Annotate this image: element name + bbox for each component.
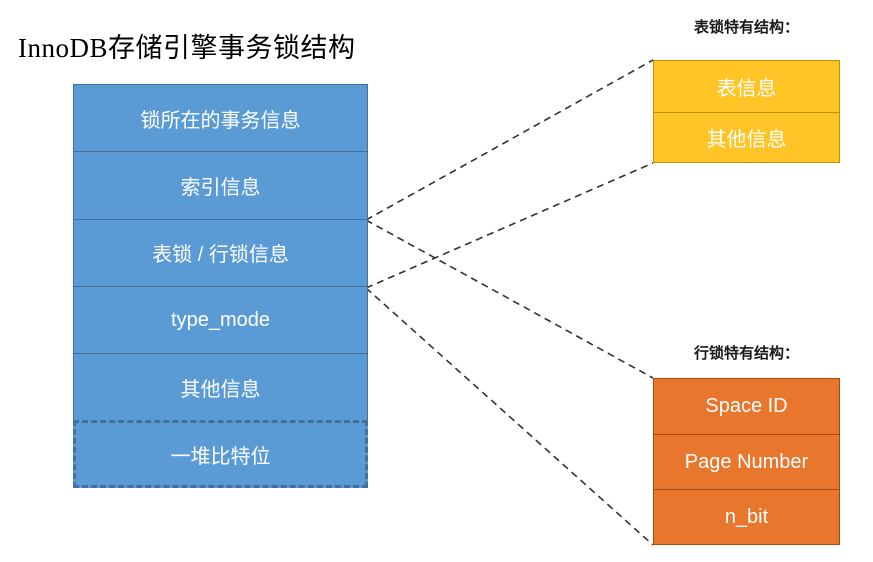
row-lock-stack: Space ID Page Number n_bit xyxy=(653,378,840,546)
lock-row-label: 表锁 / 行锁信息 xyxy=(152,244,289,267)
connector-tablelock-top xyxy=(365,59,654,221)
lock-row-table-or-row-lock-info[interactable]: 表锁 / 行锁信息 xyxy=(73,218,368,286)
lock-row-bitmap[interactable]: 一堆比特位 xyxy=(73,420,368,488)
lock-row-label: 索引信息 xyxy=(180,176,261,199)
lock-row-other-info[interactable]: 其他信息 xyxy=(73,353,368,421)
row-lock-row-label: Space ID xyxy=(705,394,788,417)
row-lock-caption: 行锁特有结构： xyxy=(693,346,799,362)
connector-tablelock-bottom xyxy=(365,162,654,289)
row-lock-row-space-id[interactable]: Space ID xyxy=(653,378,840,434)
lock-row-label: type_mode xyxy=(171,308,270,331)
table-lock-row-other-info[interactable]: 其他信息 xyxy=(653,111,840,163)
connector-rowlock-top xyxy=(365,219,654,379)
row-lock-row-label: Page Number xyxy=(684,450,809,473)
lock-row-label: 锁所在的事务信息 xyxy=(140,109,301,132)
table-lock-row-table-info[interactable]: 表信息 xyxy=(653,60,840,112)
table-lock-row-label: 表信息 xyxy=(716,77,777,100)
table-lock-stack: 表信息 其他信息 xyxy=(653,60,840,163)
row-lock-row-page-number[interactable]: Page Number xyxy=(653,433,840,490)
lock-row-index-info[interactable]: 索引信息 xyxy=(73,151,368,219)
table-lock-caption: 表锁特有结构： xyxy=(693,20,799,36)
row-lock-row-n-bit[interactable]: n_bit xyxy=(653,489,840,546)
lock-row-transaction-info[interactable]: 锁所在的事务信息 xyxy=(73,84,368,152)
connector-rowlock-bottom xyxy=(365,287,654,546)
page-title: InnoDB存储引擎事务锁结构 xyxy=(18,33,356,63)
table-lock-row-label: 其他信息 xyxy=(706,128,787,151)
lock-row-label: 一堆比特位 xyxy=(170,445,271,468)
lock-row-label: 其他信息 xyxy=(180,378,261,401)
row-lock-row-label: n_bit xyxy=(724,505,769,528)
lock-row-type-mode[interactable]: type_mode xyxy=(73,285,368,354)
lock-structure-stack: 锁所在的事务信息 索引信息 表锁 / 行锁信息 type_mode 其他信息 一… xyxy=(73,84,368,488)
